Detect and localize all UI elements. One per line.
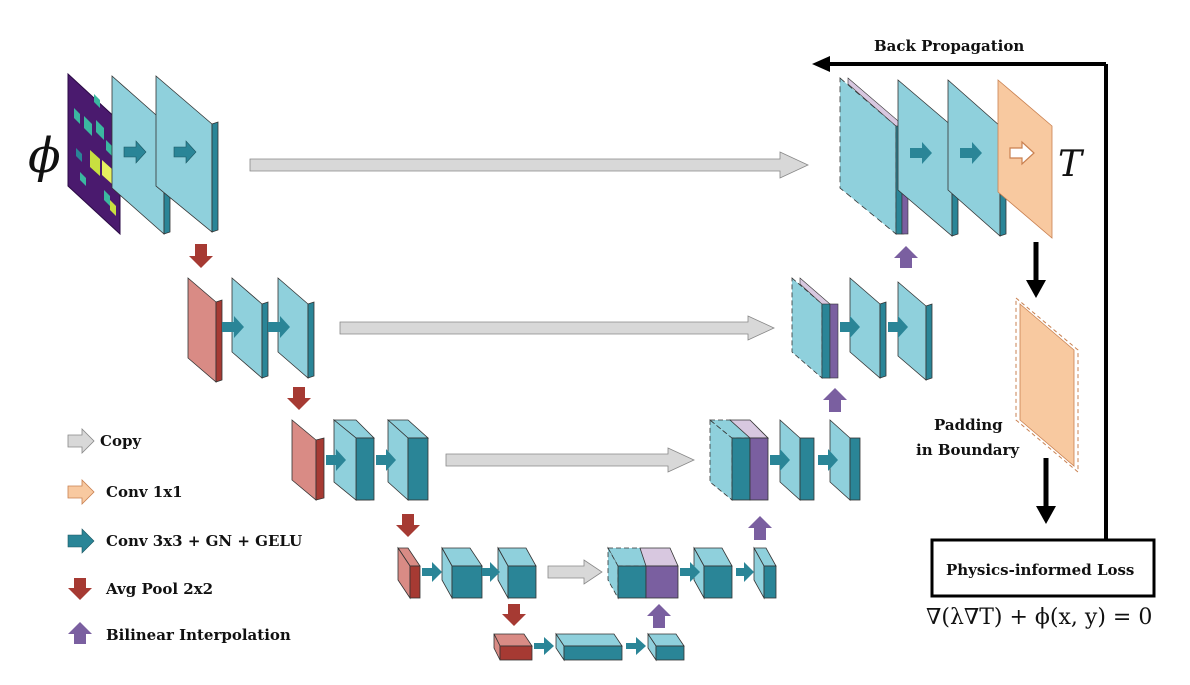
encoder-level-1: ϕ xyxy=(28,72,219,236)
loss-label: Physics-informed Loss xyxy=(946,561,1134,579)
interp-arrow xyxy=(823,388,847,412)
legend-item-pool: Avg Pool 2x2 xyxy=(68,578,213,600)
legend: Copy Conv 1x1 Conv 3x3 + GN + GELU Avg P… xyxy=(67,428,302,644)
legend-label: Copy xyxy=(100,432,142,450)
decoder-level-3 xyxy=(708,419,861,501)
copy-arrow xyxy=(547,559,603,585)
decoder-level-2 xyxy=(791,277,933,381)
encoder-level-3 xyxy=(291,419,430,501)
pool-arrow xyxy=(189,244,213,268)
pool-arrow xyxy=(502,604,526,626)
decoder-level-1: T xyxy=(839,77,1085,239)
conv1x1-arrow-icon xyxy=(67,479,95,505)
copy-arrow xyxy=(445,447,695,473)
encoder-level-2 xyxy=(187,277,315,383)
legend-label: Avg Pool 2x2 xyxy=(105,580,213,598)
interp-arrow xyxy=(748,516,772,540)
flow-arrowhead xyxy=(1026,280,1046,298)
padding-label: in Boundary xyxy=(916,441,1020,459)
legend-label: Bilinear Interpolation xyxy=(106,626,291,644)
copy-arrow xyxy=(249,151,809,179)
legend-item-copy: Copy xyxy=(67,428,142,454)
legend-label: Conv 1x1 xyxy=(106,483,183,501)
legend-label: Conv 3x3 + GN + GELU xyxy=(106,532,302,550)
pde-equation: ∇(λ∇T) + ϕ(x, y) = 0 xyxy=(926,605,1152,630)
back-propagation-label: Back Propagation xyxy=(874,37,1024,55)
flow-arrowhead xyxy=(1036,506,1056,524)
conv1x1-arrow xyxy=(1009,140,1035,166)
input-phi-map xyxy=(67,72,121,236)
interp-arrow xyxy=(647,604,671,628)
padding-label: Padding xyxy=(934,416,1003,434)
pool-arrow xyxy=(396,514,420,537)
encoder-level-4 xyxy=(397,546,537,600)
legend-item-conv3x3: Conv 3x3 + GN + GELU xyxy=(67,528,302,554)
legend-item-conv1x1: Conv 1x1 xyxy=(67,479,183,505)
back-propagation-loop: Back Propagation xyxy=(812,37,1108,540)
conv3x3-arrow xyxy=(173,140,197,164)
decoder-level-4 xyxy=(607,546,777,600)
output-symbol: T xyxy=(1058,144,1085,185)
loss-box: Physics-informed Loss xyxy=(930,538,1156,598)
interp-arrow xyxy=(894,246,918,268)
pool-arrow xyxy=(287,387,311,410)
input-symbol: ϕ xyxy=(28,128,61,184)
pool-arrow-icon xyxy=(68,578,92,600)
padded-output-map xyxy=(1015,296,1079,474)
bottleneck xyxy=(493,632,685,662)
copy-arrow-icon xyxy=(67,428,95,454)
copy-arrow xyxy=(339,315,775,341)
interp-arrow-icon xyxy=(68,622,92,644)
legend-item-interp: Bilinear Interpolation xyxy=(68,622,291,644)
conv3x3-arrow xyxy=(123,140,147,164)
conv3x3-arrow-icon xyxy=(67,528,95,554)
